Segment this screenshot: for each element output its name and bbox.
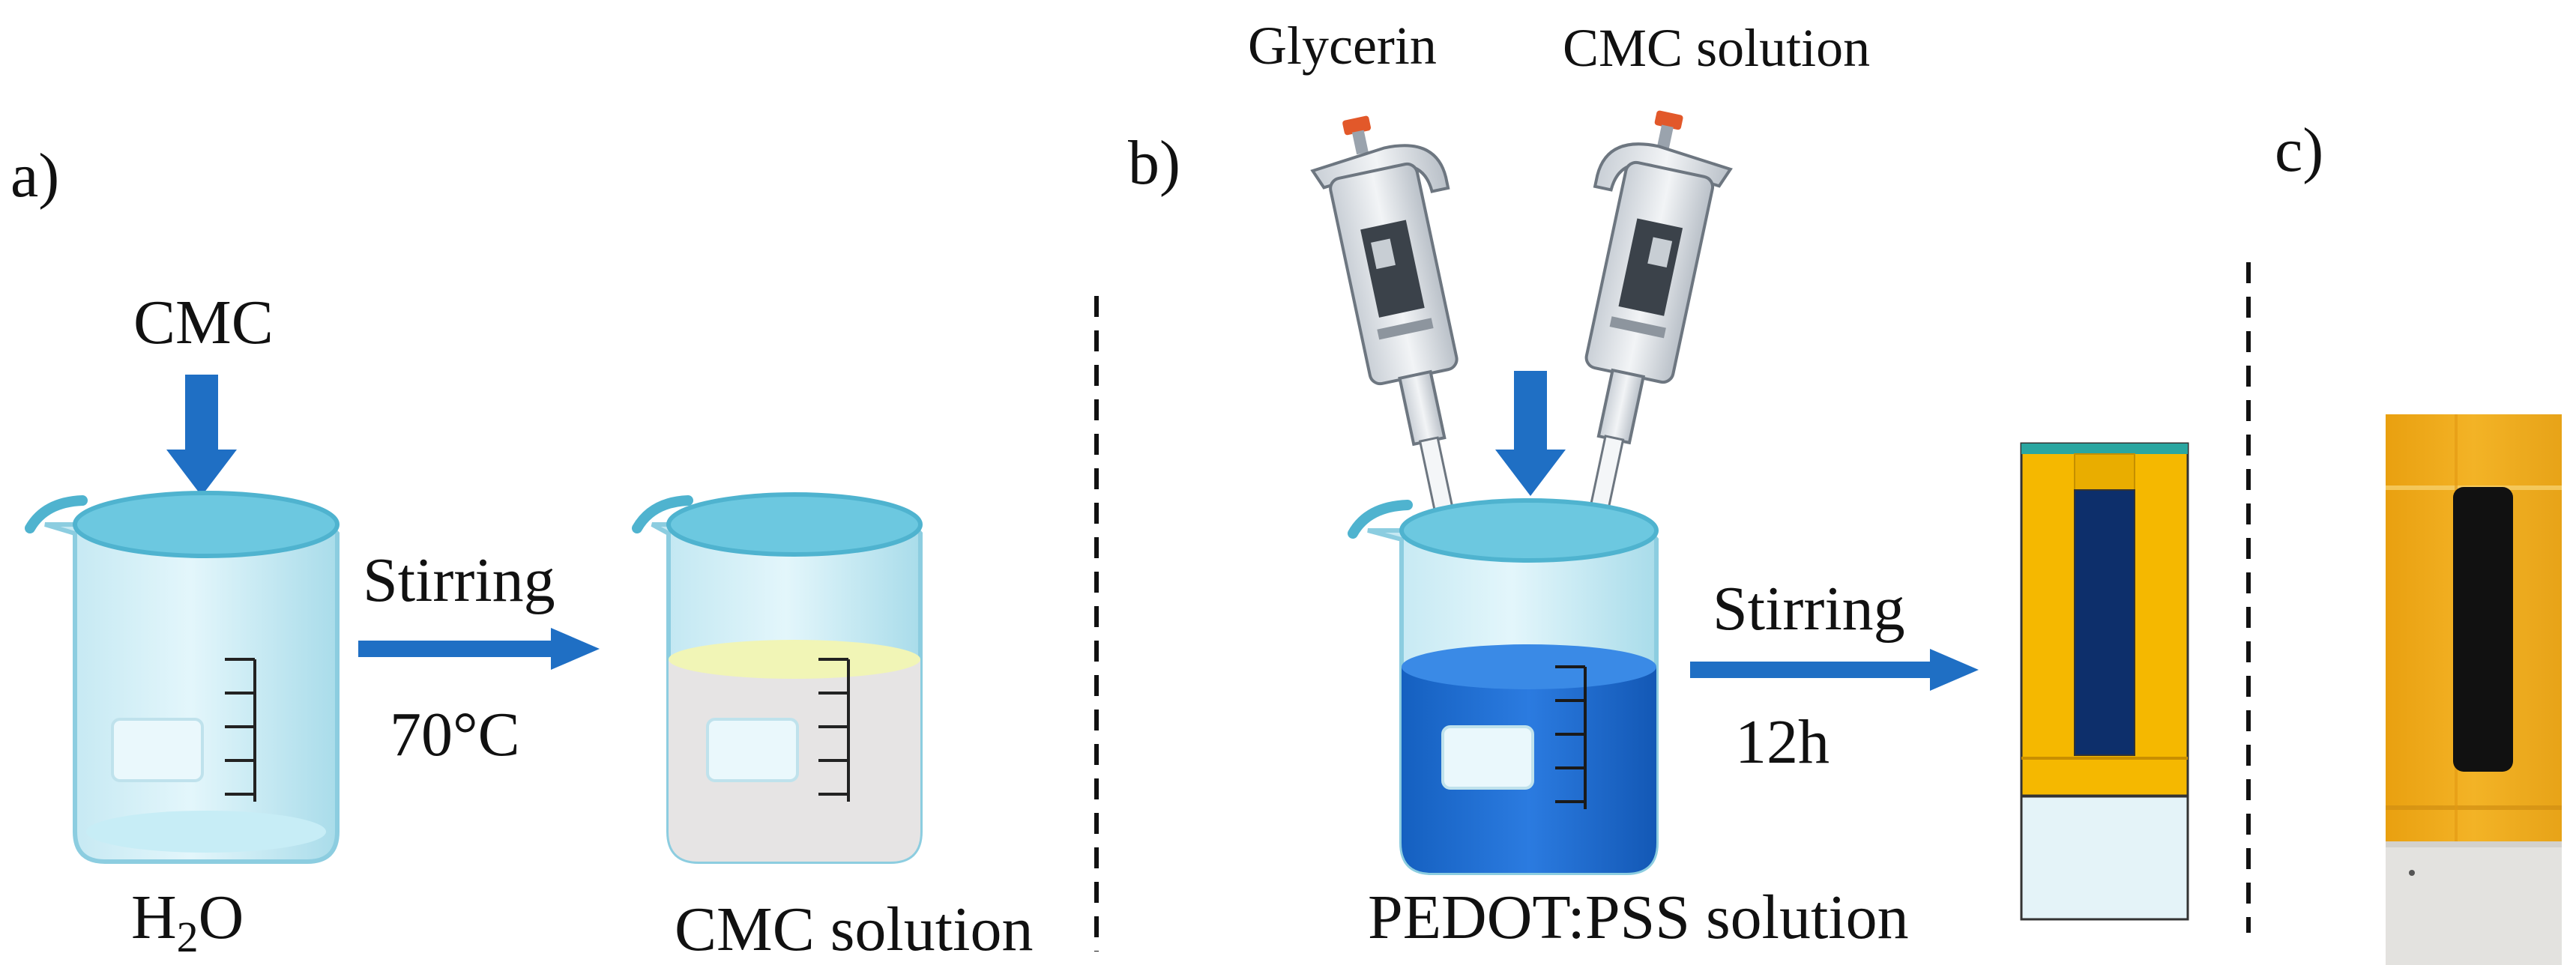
- beaker-water: [25, 491, 340, 864]
- cmc-input-label: CMC: [133, 288, 274, 357]
- time-label: 12h: [1735, 707, 1830, 777]
- right-arrow-icon: [1690, 649, 1979, 691]
- stirring-label-a: Stirring: [363, 545, 555, 615]
- pipette-left-icon: [1310, 115, 1465, 590]
- cmc-solution-label-pipette: CMC solution: [1563, 18, 1870, 78]
- down-arrow-icon: [1495, 371, 1566, 496]
- down-arrow-icon: [166, 375, 237, 496]
- panel-a-label: a): [10, 141, 59, 211]
- pedot-pss-label: PEDOT:PSS solution: [1368, 883, 1909, 952]
- panel-b-label: b): [1128, 128, 1180, 198]
- water-label: H2O: [131, 883, 244, 961]
- panel-c-label: c): [2275, 115, 2323, 185]
- glycerin-label: Glycerin: [1248, 16, 1437, 76]
- beaker-pedot-pss: [1348, 498, 1659, 875]
- device-photo: [2386, 414, 2562, 965]
- beaker-cmc-solution: [632, 492, 923, 864]
- temperature-label: 70°C: [390, 700, 520, 769]
- right-arrow-icon: [358, 628, 600, 670]
- stirring-label-b: Stirring: [1713, 574, 1905, 644]
- device-schematic: [2020, 442, 2189, 921]
- pipette-right-icon: [1578, 110, 1733, 588]
- cmc-solution-label-a: CMC solution: [675, 895, 1033, 964]
